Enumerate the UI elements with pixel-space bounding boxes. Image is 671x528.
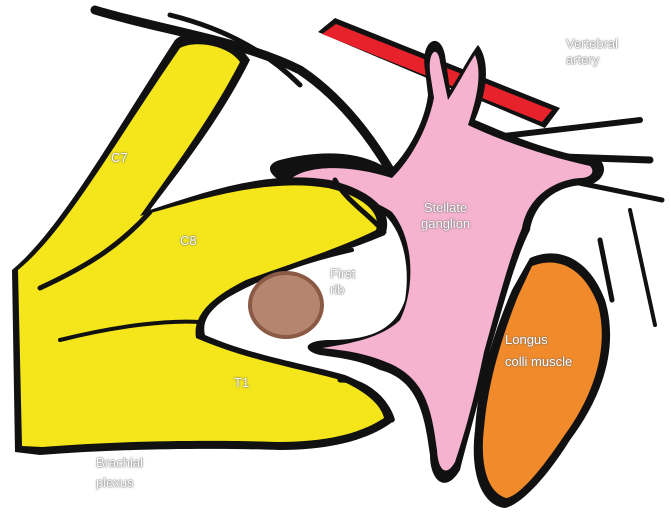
vertebral-artery-label: Vertebral artery bbox=[566, 36, 618, 68]
longus-colli-label: Longus colli muscle bbox=[505, 332, 572, 370]
first-rib-label: First rib bbox=[330, 266, 355, 298]
longus-colli-label-line1: Longus bbox=[505, 332, 572, 348]
t1-label: T1 bbox=[234, 375, 249, 391]
stellate-ganglion-label-line1: Stellate bbox=[421, 200, 470, 216]
c8-label: C8 bbox=[180, 233, 197, 249]
brachial-plexus-label-line1: Brachial bbox=[96, 455, 143, 471]
stellate-ganglion-label-line2: ganglion bbox=[421, 216, 470, 232]
first-rib-label-line1: First bbox=[330, 266, 355, 282]
first-rib-label-line2: rib bbox=[330, 282, 355, 298]
vertebral-artery-label-line2: artery bbox=[566, 52, 618, 68]
vertebral-artery-label-line1: Vertebral bbox=[566, 36, 618, 52]
brachial-plexus-label-line2: plexus bbox=[96, 475, 143, 491]
first-rib bbox=[248, 271, 324, 339]
brachial-plexus-label: Brachial plexus bbox=[96, 455, 143, 491]
stellate-ganglion-label: Stellate ganglion bbox=[421, 200, 470, 232]
longus-colli-label-line2: colli muscle bbox=[505, 354, 572, 370]
c7-label: C7 bbox=[111, 150, 128, 166]
